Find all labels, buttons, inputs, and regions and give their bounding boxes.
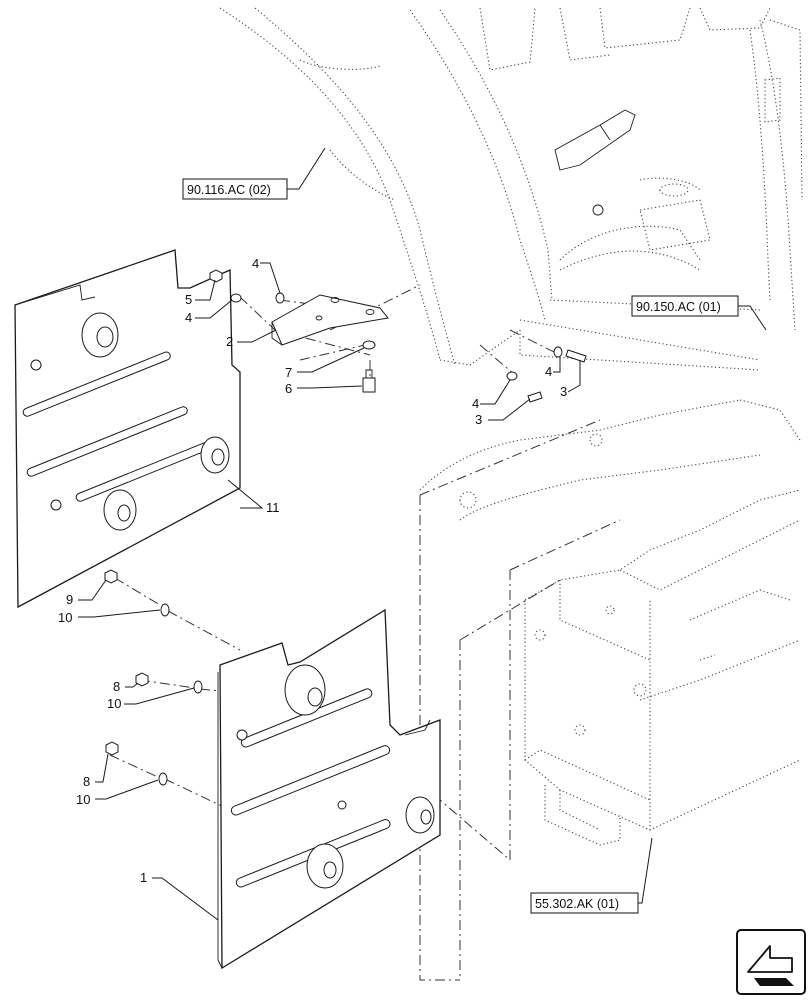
callout-11: 11 [266,500,280,515]
callout-8: 8 [83,774,90,789]
leader-lines [78,147,767,921]
callout-1: 1 [140,870,147,885]
washer-4-left [230,293,242,303]
callout-7: 7 [285,365,292,380]
mudflap-upper [14,249,241,609]
washer-4-right-upper [553,346,563,358]
callout-4: 4 [185,310,192,325]
grommet [405,796,435,834]
bolt-6 [362,369,376,393]
grommet [284,664,326,716]
grommet [306,843,344,889]
hex-nut-9 [104,569,118,584]
washer-7 [362,340,376,350]
washer-10-b [193,680,203,694]
reference-box[interactable]: 55.302.AK (01) [530,892,639,914]
bracket-part-2 [271,294,389,346]
arrow-previous-icon[interactable] [736,929,806,995]
callout-3: 3 [475,412,482,427]
callout-6: 6 [285,381,292,396]
reference-fender-label: 90.116.AC (02) [187,183,271,197]
reference-box-label: 55.302.AK (01) [535,897,619,911]
callout-10: 10 [107,696,121,711]
hex-nut-5 [209,269,223,283]
reference-fender[interactable]: 90.116.AC (02) [182,178,288,200]
grommet [200,436,230,474]
tool-box-outline [524,489,801,846]
callout-4: 4 [472,396,479,411]
washer-4-top [275,292,285,304]
reference-cab-label: 90.150.AC (01) [636,300,721,314]
callout-5: 5 [185,292,192,307]
callout-4: 4 [545,364,552,379]
callout-8: 8 [113,679,120,694]
callout-4: 4 [252,256,259,271]
cab-outline [409,7,803,371]
hex-nut-8-b [105,741,119,756]
fender-outline [219,7,521,366]
bolt-3-right [565,349,587,363]
callout-9: 9 [66,592,73,607]
bracket-cab-mount [554,109,636,216]
mudflap-lower [217,608,441,970]
hex-nut-8-a [135,672,149,687]
washer-4-right-lower [506,371,518,381]
callout-10: 10 [58,610,72,625]
callout-2: 2 [226,334,233,349]
callout-3: 3 [560,384,567,399]
reference-cab[interactable]: 90.150.AC (01) [631,295,739,317]
grommet [103,489,137,531]
washer-10-c [158,772,168,786]
frame-rail [419,399,801,521]
callout-10: 10 [76,792,90,807]
bolt-3-lower [527,391,543,403]
callout-numbers: 4 5 4 2 7 6 4 3 4 3 11 9 10 8 10 8 10 1 [58,256,567,885]
grommet [81,312,119,358]
washer-10-a [160,603,170,617]
